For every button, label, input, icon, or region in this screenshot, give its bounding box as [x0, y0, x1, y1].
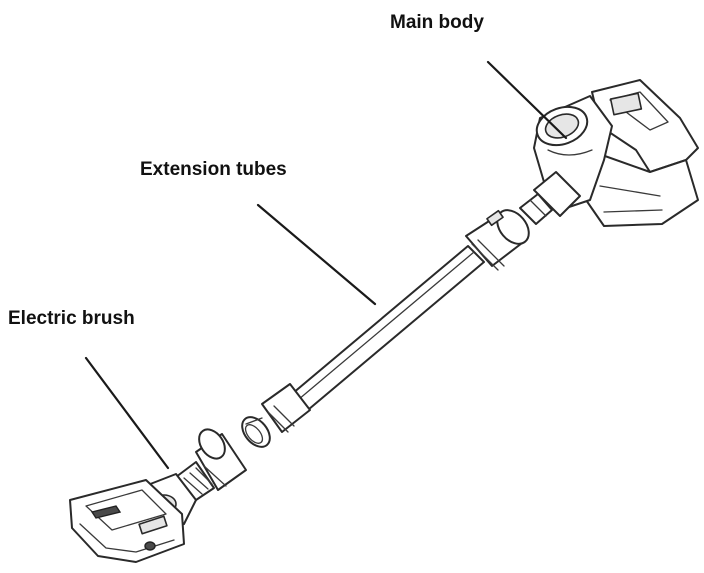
electric-brush-label: Electric brush	[8, 308, 135, 329]
main-body-label: Main body	[390, 12, 484, 33]
extension-tubes-label: Extension tubes	[140, 159, 287, 180]
main-body-leader	[488, 62, 566, 138]
electric-brush-leader	[86, 358, 168, 468]
main-body	[520, 80, 698, 226]
tube-end-ring	[237, 412, 276, 452]
extension-tubes-leader	[258, 205, 375, 304]
electric-brush	[70, 425, 246, 562]
extension-tube	[237, 204, 536, 452]
